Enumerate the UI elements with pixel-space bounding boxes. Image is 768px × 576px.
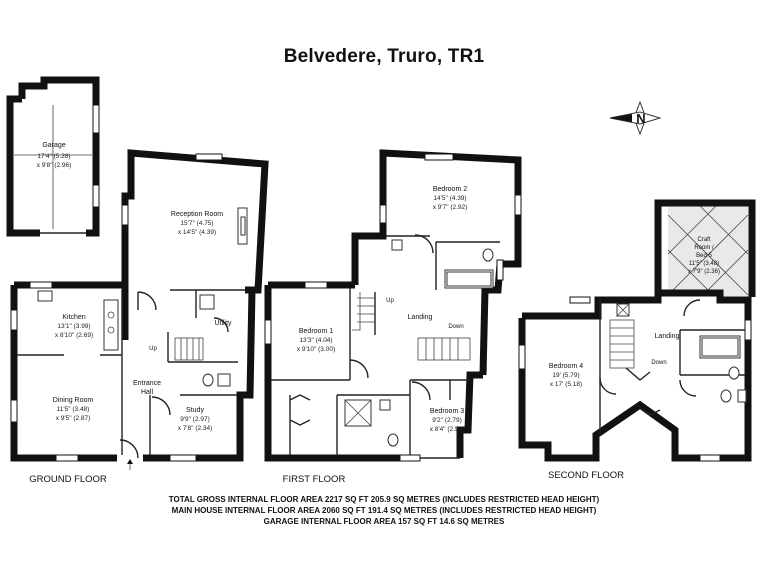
ground-outer-wall-left [10,285,117,462]
total-area-line: TOTAL GROSS INTERNAL FLOOR AREA 2217 SQ … [168,495,600,504]
second-landing-label: Landing [655,333,680,340]
craft-label-1: Craft [697,237,710,243]
garage-dim2: x 9'8" (2.96) [37,162,72,169]
ground-stairs-up-label: Up [149,346,157,352]
ground-outer-wall-right [143,289,256,462]
study-label: Study [186,407,204,414]
entrance-label: Entrance [133,380,161,387]
garage-area-line: GARAGE INTERNAL FLOOR AREA 157 SQ FT 14.… [263,517,505,526]
dining-dim2: x 9'5" (2.87) [56,415,91,422]
utility-label: Utility [214,320,232,327]
floor-area-summary: TOTAL GROSS INTERNAL FLOOR AREA 2217 SQ … [0,494,768,527]
garage-label: Garage [42,142,65,149]
kitchen-label: Kitchen [62,314,85,321]
garage-dim1: 17'4" (5.28) [37,153,70,160]
first-landing-label: Landing [408,314,433,321]
hall-label: Hall [141,389,154,396]
first-stairs-up-label: Up [386,298,394,304]
bedroom1-dim1: 13'3" (4.04) [299,337,332,344]
craft-label-3: Bed 5 [696,253,712,259]
compass-letter: N [636,111,645,126]
second-stairs-down-label: Down [651,360,666,366]
reception-label: Reception Room [171,211,223,218]
first-floor-plan [264,149,522,462]
reception-dim2: x 14'5" (4.39) [178,229,216,236]
plan-title: Belvedere, Truro, TR1 [283,46,485,67]
dining-label: Dining Room [53,397,94,404]
first-floor-outer-left [264,285,420,462]
bedroom4-dim2: x 17' (5.18) [550,381,582,388]
compass-icon: N [609,100,662,136]
bedroom2-dim1: 14'5" (4.39) [433,195,466,202]
ground-floor-label: GROUND FLOOR [29,474,107,485]
craft-dim2: x 7'9" (2.36) [688,269,720,275]
bedroom2-walls [379,149,522,268]
ground-floor-plan [6,76,269,470]
craft-label-2: Room / [694,245,714,251]
bedroom3-dim2: x 8'4" (2.54) [430,426,465,433]
dining-dim1: 11'5" (3.48) [57,406,90,413]
ground-outer-wall-top [14,252,129,289]
craft-dim1: 11'5" (3.48) [689,261,719,267]
first-stairs-down-label: Down [448,324,463,330]
bedroom4-dim1: 19' (5.79) [552,372,579,379]
bedroom2-dim2: x 9'7" (2.92) [433,204,468,211]
study-dim1: 9'9" (2.97) [180,416,210,423]
kitchen-dim2: x 8'10" (2.69) [55,332,93,339]
bedroom2-label: Bedroom 2 [433,186,467,193]
main-house-area-line: MAIN HOUSE INTERNAL FLOOR AREA 2060 SQ F… [171,506,597,515]
craft-room-walls [654,199,756,297]
reception-dim1: 15'7" (4.75) [180,220,213,227]
bedroom1-label: Bedroom 1 [299,328,333,335]
second-floor-plan [518,199,756,462]
bedroom1-dim2: x 9'10" (3.00) [297,346,335,353]
first-floor-label: FIRST FLOOR [283,474,346,485]
second-floor-label: SECOND FLOOR [548,470,624,481]
kitchen-dim1: 13'1" (3.99) [57,323,90,330]
bedroom4-label: Bedroom 4 [549,363,583,370]
study-dim2: x 7'8" (2.34) [178,425,213,432]
reception-walls [121,149,269,294]
bedroom3-dim1: 9'2" (2.79) [432,417,462,424]
garage-walls [6,76,100,237]
bedroom3-label: Bedroom 3 [430,408,464,415]
